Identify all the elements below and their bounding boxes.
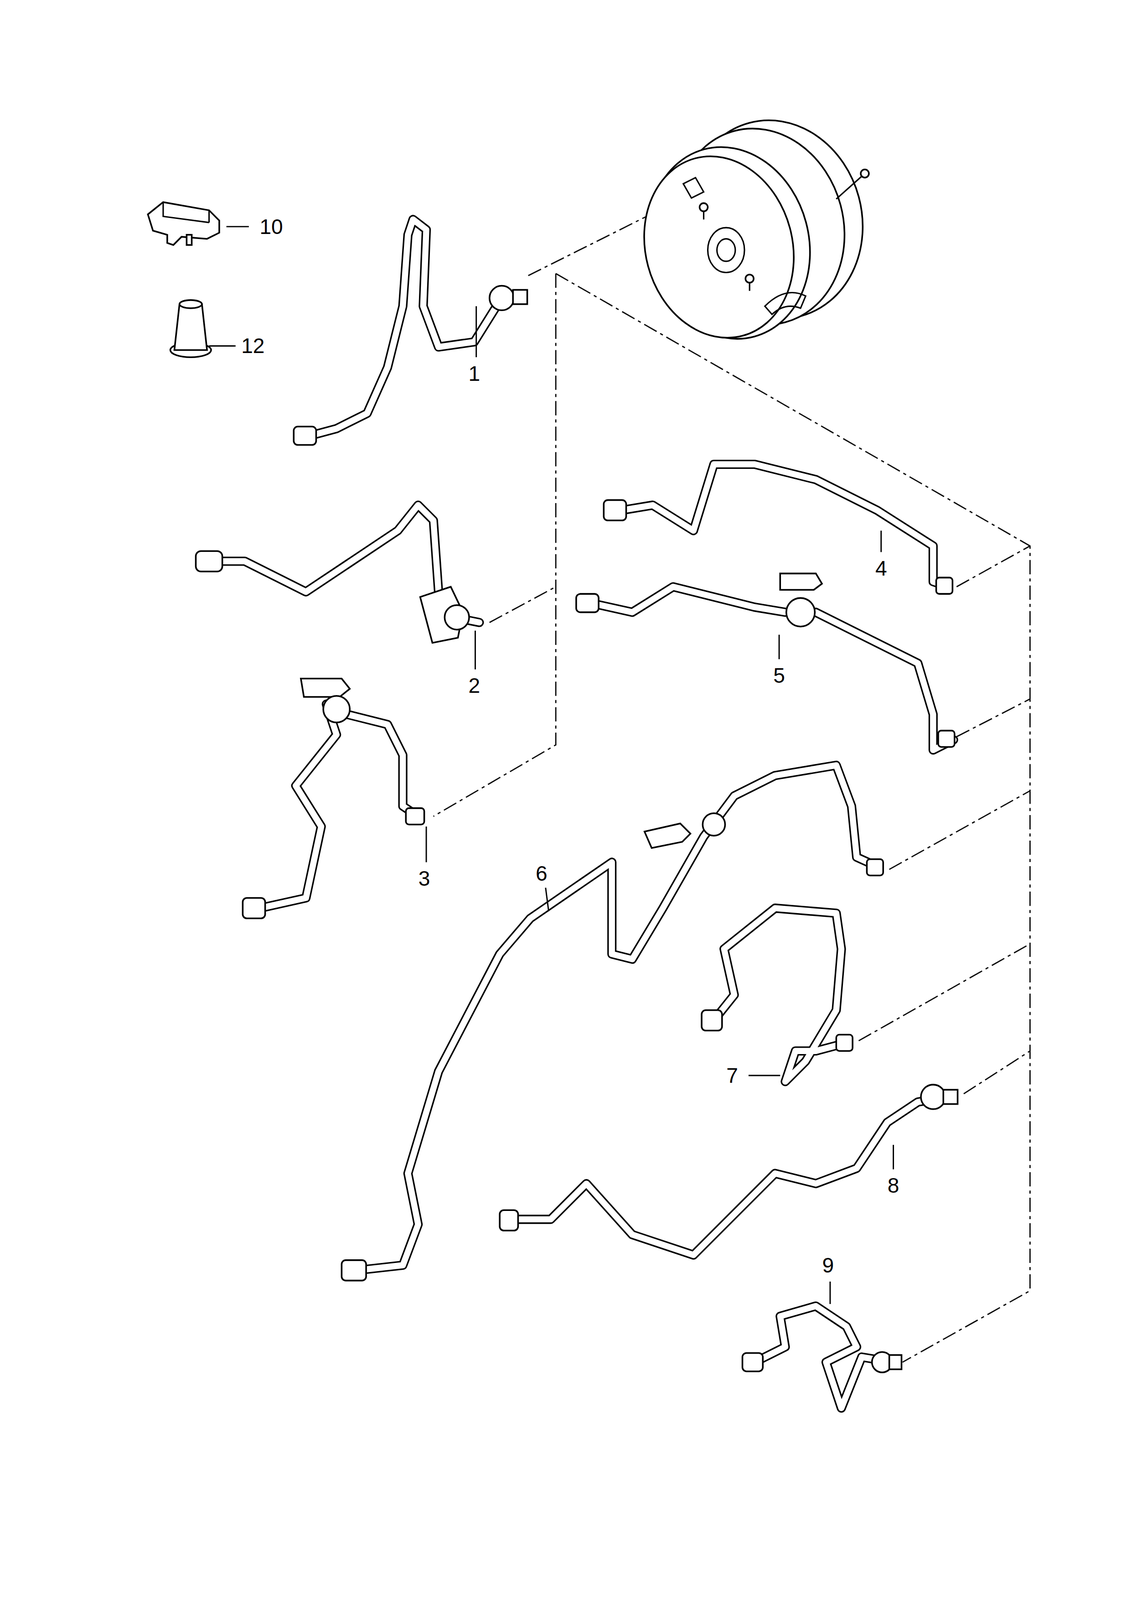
- callout-number: 12: [239, 335, 267, 357]
- bracket-part: [147, 201, 220, 245]
- assignment-lines: [433, 198, 1031, 1362]
- callout-number: 8: [885, 1174, 902, 1196]
- hose-fittings: [195, 285, 958, 1372]
- callout-number: 9: [820, 1254, 837, 1276]
- callout-number: 6: [533, 862, 550, 884]
- callout-number: 7: [724, 1064, 740, 1086]
- callout-number: 1: [466, 362, 482, 384]
- vacuum-hoses: [214, 219, 954, 1408]
- callout-number: 2: [466, 674, 482, 696]
- grommet-part: [170, 299, 212, 357]
- callout-number: 3: [416, 867, 433, 889]
- callout-number: 10: [257, 216, 285, 238]
- callout-number: 5: [771, 664, 787, 686]
- callout-number: 4: [873, 557, 890, 579]
- brake-booster: [624, 100, 885, 357]
- leader-lines: [209, 226, 894, 1304]
